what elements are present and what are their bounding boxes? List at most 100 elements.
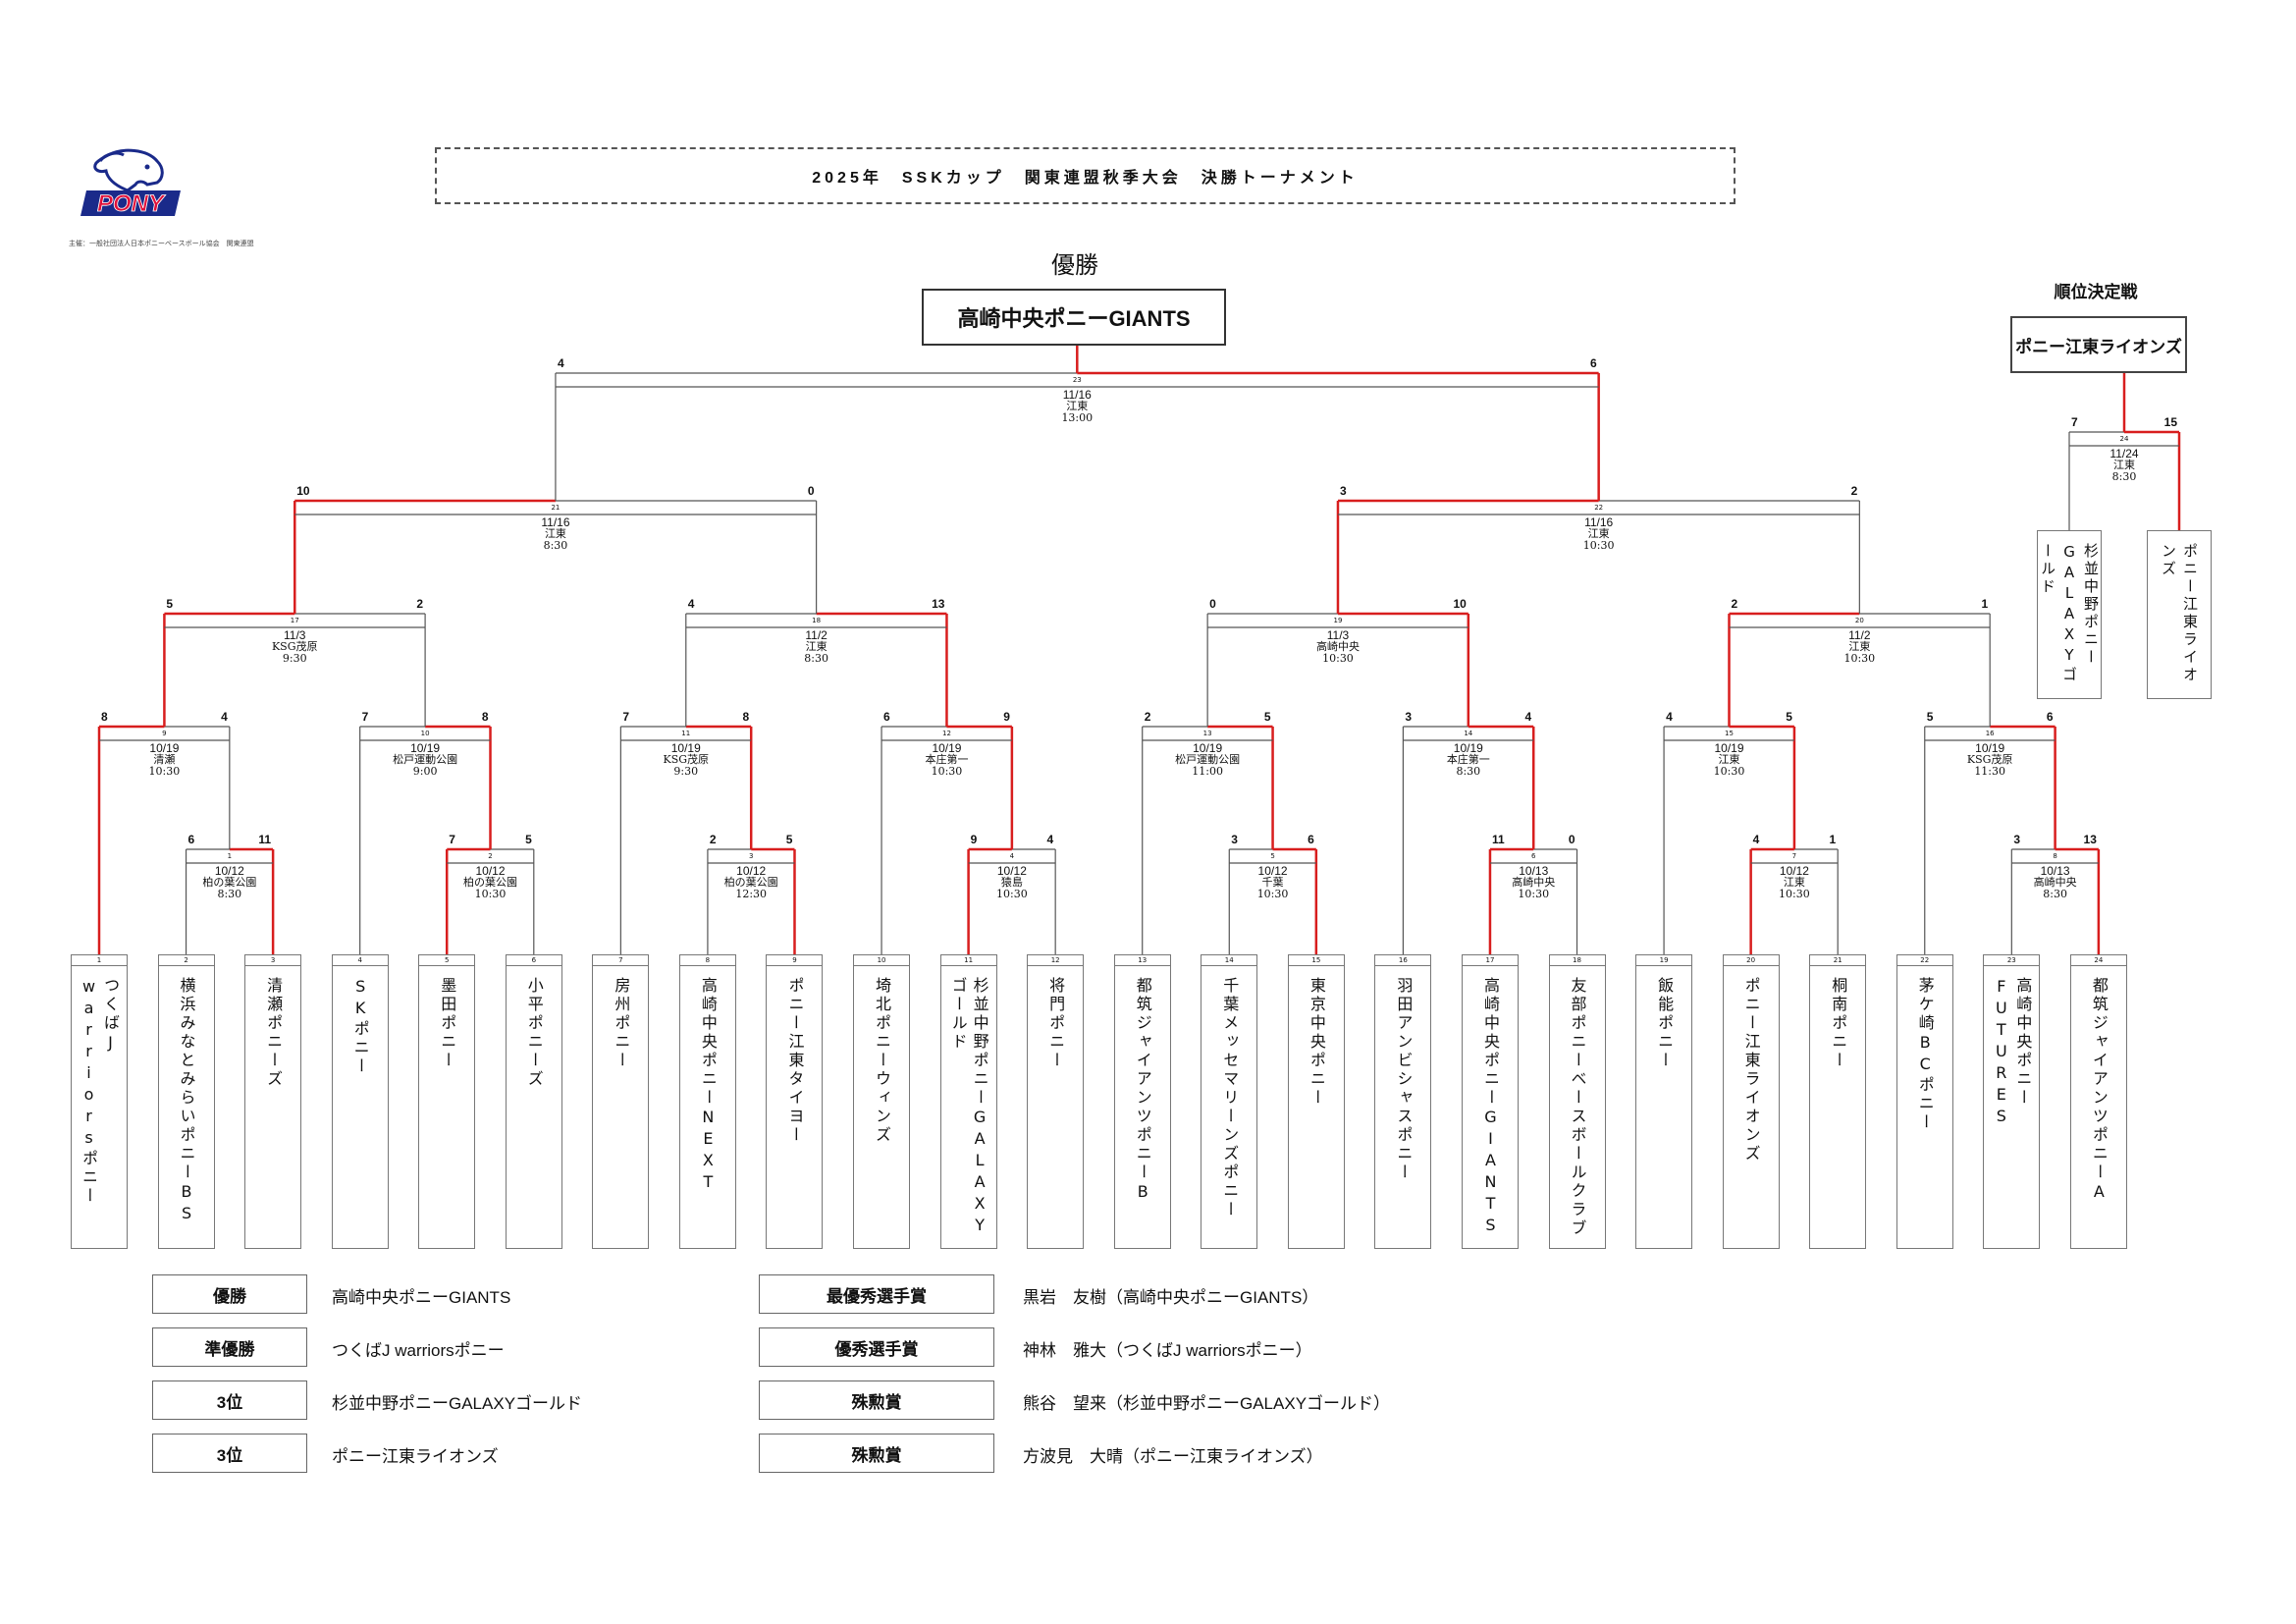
game-date: 11/3 bbox=[1326, 628, 1350, 642]
award-label-outstanding: 優秀選手賞 bbox=[759, 1327, 994, 1367]
score-right: 13 bbox=[932, 597, 945, 611]
score-right: 5 bbox=[1263, 710, 1271, 724]
game-date: 10/12 bbox=[1779, 864, 1809, 878]
game-date: 10/19 bbox=[1193, 741, 1223, 755]
award-value-mvp: 黒岩 友樹（高崎中央ポニーGIANTS） bbox=[1023, 1288, 1319, 1307]
placing-game-number: 24 bbox=[2119, 435, 2129, 443]
award-value-merit-1: 熊谷 望来（杉並中野ポニーGALAXYゴールド） bbox=[1023, 1394, 1391, 1413]
score-left: 5 bbox=[1926, 710, 1934, 724]
team-number: 5 bbox=[419, 955, 475, 966]
team-name: 小平ポニーズ bbox=[524, 977, 544, 1089]
team-name: ポニー江東タイヨー bbox=[785, 977, 805, 1145]
game-time: 10:30 bbox=[1582, 539, 1615, 552]
pony-logo: PONY bbox=[79, 147, 187, 221]
game-time: 10:30 bbox=[1843, 652, 1876, 665]
score-right: 8 bbox=[742, 710, 750, 724]
team-name: 飯能ポニー bbox=[1655, 977, 1675, 1070]
game-date: 10/13 bbox=[2040, 864, 2070, 878]
team-name: SKポニー bbox=[350, 977, 370, 1076]
score-right: 4 bbox=[221, 710, 228, 724]
team-name: 房州ポニー bbox=[612, 977, 631, 1070]
game-date: 10/12 bbox=[214, 864, 244, 878]
score-right: 5 bbox=[525, 833, 532, 846]
team-number: 20 bbox=[1723, 955, 1779, 966]
game-venue: KSG茂原 bbox=[1966, 753, 2013, 766]
award-value-third-1: 杉並中野ポニーGALAXYゴールド bbox=[332, 1394, 583, 1413]
game-number: 9 bbox=[162, 730, 167, 737]
award-label-mvp: 最優秀選手賞 bbox=[759, 1274, 994, 1314]
game-time: 10:30 bbox=[996, 888, 1028, 900]
team-number: 1 bbox=[72, 955, 127, 966]
game-venue: 江東 bbox=[1783, 876, 1805, 889]
score-left: 11 bbox=[1491, 833, 1505, 846]
score-right: 5 bbox=[1786, 710, 1792, 724]
game-date: 10/19 bbox=[670, 741, 701, 755]
game-date: 11/2 bbox=[805, 628, 828, 642]
game-venue: 松戸運動公園 bbox=[393, 753, 458, 766]
award-label-champion: 優勝 bbox=[152, 1274, 307, 1314]
team-name: 都筑ジャイアンツポニーA bbox=[2089, 977, 2109, 1204]
team-name: 横浜みなとみらいポニーBS bbox=[177, 977, 196, 1225]
game-number: 22 bbox=[1594, 504, 1604, 512]
score-right: 6 bbox=[1589, 356, 1597, 370]
award-value-third-2: ポニー江東ライオンズ bbox=[332, 1447, 499, 1466]
award-label-third-1: 3位 bbox=[152, 1380, 307, 1420]
team-number: 10 bbox=[854, 955, 910, 966]
score-left: 4 bbox=[1666, 710, 1673, 724]
team-number: 24 bbox=[2070, 955, 2126, 966]
game-venue: 高崎中央 bbox=[1315, 640, 1360, 653]
team-box: 11 杉並中野ポニーGALAXYゴールド bbox=[939, 954, 997, 1249]
placing-game-time: 8:30 bbox=[2111, 470, 2137, 483]
game-date: 10/12 bbox=[1257, 864, 1288, 878]
team-name: 将門ポニー bbox=[1046, 977, 1066, 1070]
game-date: 10/12 bbox=[736, 864, 767, 878]
score-left: 3 bbox=[1405, 710, 1413, 724]
game-venue: 江東 bbox=[1066, 400, 1089, 412]
team-name: 杉並中野ポニーGALAXYゴールド bbox=[948, 977, 989, 1237]
score-left: 4 bbox=[687, 597, 695, 611]
team-name: 桐南ポニー bbox=[1829, 977, 1848, 1070]
game-venue: 江東 bbox=[1848, 640, 1871, 653]
team-number: 16 bbox=[1375, 955, 1431, 966]
game-date: 10/19 bbox=[1453, 741, 1483, 755]
score-right: 13 bbox=[2083, 833, 2097, 846]
game-time: 8:30 bbox=[217, 888, 242, 900]
team-number: 23 bbox=[1984, 955, 2040, 966]
title-box: 2025年 SSKカップ 関東連盟秋季大会 決勝トーナメント bbox=[435, 147, 1735, 204]
team-number: 11 bbox=[940, 955, 996, 966]
game-venue: 本庄第一 bbox=[925, 753, 969, 766]
score-right: 0 bbox=[1568, 833, 1575, 846]
game-date: 10/13 bbox=[1519, 864, 1549, 878]
game-number: 23 bbox=[1072, 376, 1082, 384]
game-venue: 本庄第一 bbox=[1446, 753, 1490, 766]
placing-team-name: ポニー江東ライオンズ bbox=[2160, 543, 2199, 684]
game-time: 8:30 bbox=[543, 539, 568, 552]
game-venue: 猿島 bbox=[1000, 876, 1023, 889]
team-name: 友部ポニーベースボールクラブ bbox=[1568, 977, 1587, 1238]
score-right: 9 bbox=[1003, 710, 1010, 724]
placing-team-box: 杉並中野ポニーGALAXYゴールド bbox=[2037, 530, 2102, 699]
game-venue: 高崎中央 bbox=[1512, 876, 1556, 889]
game-number: 6 bbox=[1531, 852, 1536, 860]
game-number: 5 bbox=[1270, 852, 1275, 860]
score-right: 6 bbox=[1308, 833, 1314, 846]
score-left: 4 bbox=[557, 356, 564, 370]
game-date: 11/16 bbox=[1062, 388, 1092, 402]
placing-team-box: ポニー江東ライオンズ bbox=[2147, 530, 2212, 699]
team-name: 東京中央ポニー bbox=[1307, 977, 1326, 1108]
game-time: 13:00 bbox=[1061, 411, 1094, 424]
placing-game-date: 11/24 bbox=[2109, 447, 2139, 460]
